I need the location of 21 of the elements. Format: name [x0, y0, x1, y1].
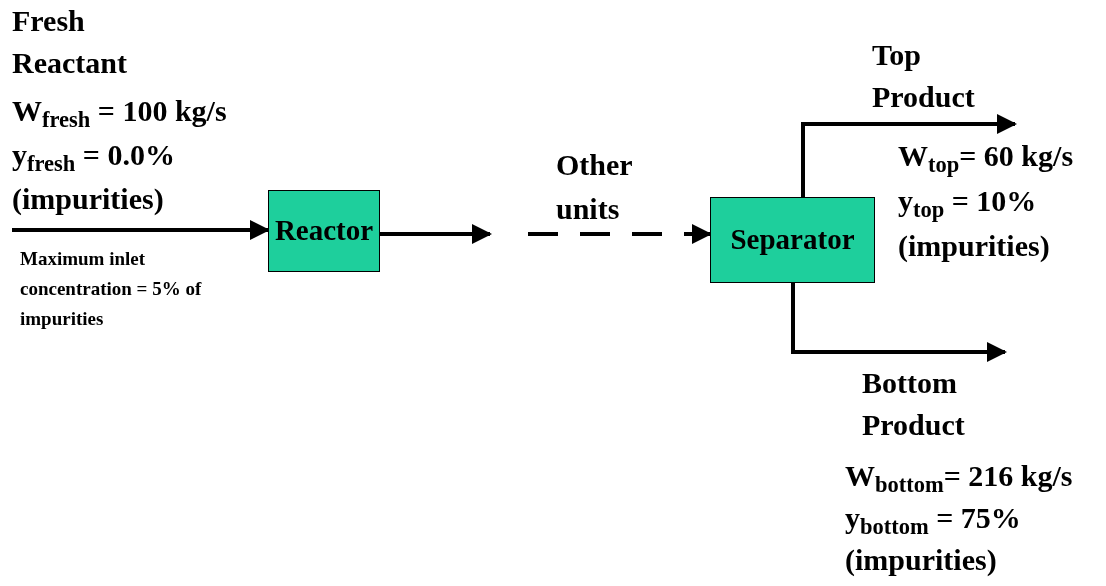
process-box: Separator	[710, 197, 875, 283]
stream-label: y$_{fresh}$ = 0.0%	[12, 137, 176, 176]
stream-label: Bottom Product	[862, 365, 966, 443]
stream-label: W$_{fresh}$ = 100 kg/s	[12, 93, 228, 132]
flow-arrow	[380, 224, 492, 244]
stream-label: Top Product	[872, 37, 976, 115]
stream-label: Maximum inlet concentration = 5% of impurities	[20, 247, 203, 331]
flow-arrow	[12, 220, 270, 240]
edge-label: Other units	[556, 147, 634, 227]
stream-label: y$_{top}$ = 10%	[898, 183, 1038, 222]
flow-arrow	[801, 114, 1017, 197]
flow-arrow	[528, 224, 712, 244]
stream-label: (impurities)	[845, 542, 998, 578]
stream-label: W$_{bottom}$= 216 kg/s	[845, 458, 1074, 497]
flow-arrow	[791, 283, 1007, 362]
stream-label: (impurities)	[898, 228, 1051, 264]
stream-label: y$_{bottom}$ = 75%	[845, 500, 1022, 539]
stream-label: (impurities)	[12, 181, 165, 217]
process-box: Reactor	[268, 190, 380, 272]
stream-label: W$_{top}$= 60 kg/s	[898, 138, 1075, 177]
stream-label: Fresh Reactant	[12, 3, 128, 81]
